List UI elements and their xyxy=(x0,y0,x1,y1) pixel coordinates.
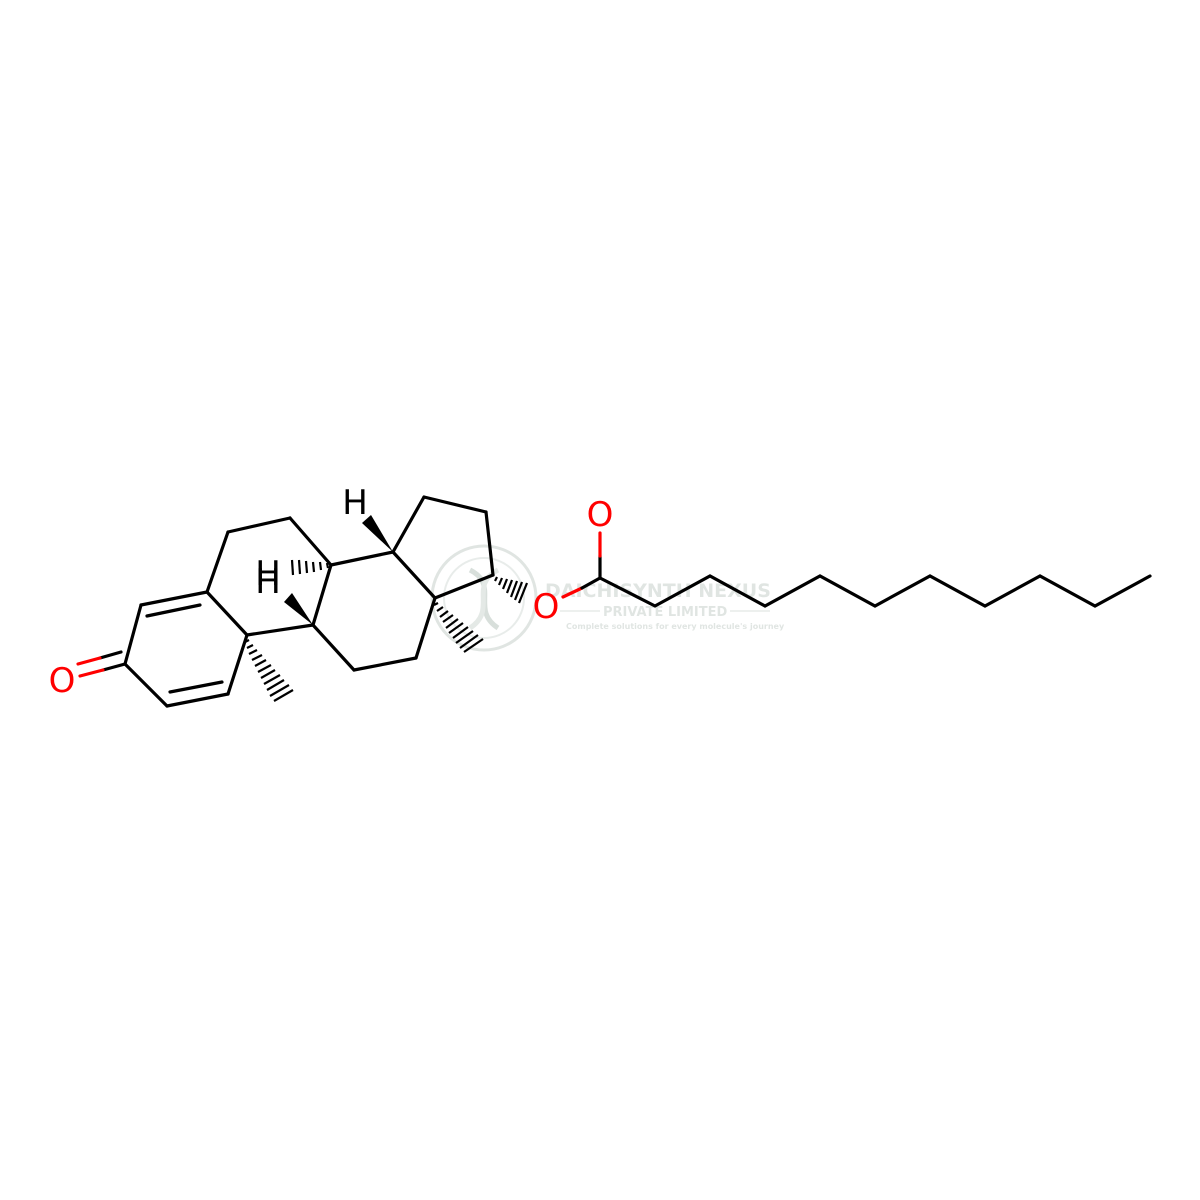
bond-c7-c8 xyxy=(288,516,333,567)
h-8beta-label: H xyxy=(255,554,281,594)
ring-c xyxy=(311,550,437,672)
bond-c5-c10 xyxy=(205,590,249,637)
bond-c14-c15 xyxy=(391,495,426,554)
bond-c12-c11 xyxy=(352,656,418,672)
watermark-company: DAICHISYNTH NEXUS xyxy=(545,580,771,602)
h-14alpha-label: H xyxy=(342,483,368,523)
watermark-subtitle: PRIVATE LIMITED xyxy=(603,605,728,620)
ring-d xyxy=(391,495,495,600)
bond-c5-c6 xyxy=(205,530,230,594)
bond-c13-c12 xyxy=(414,596,437,660)
bond-c3-o-double-black xyxy=(98,650,123,660)
ester-group: O xyxy=(561,495,614,599)
c17-oxygen-hashed xyxy=(494,576,529,604)
ester-oxygen-label: O xyxy=(533,587,560,627)
c13-methyl-hashed xyxy=(433,602,484,653)
undecyl-chain xyxy=(598,574,1152,608)
bond-c11-c9 xyxy=(311,623,356,672)
bond-o-c-black xyxy=(580,576,602,590)
ketone-oxygen-label: O xyxy=(49,661,76,701)
bond-c17-c13 xyxy=(433,573,495,600)
bond-c9-c10 xyxy=(245,623,315,637)
bond-c6-c7 xyxy=(226,516,292,534)
bond-c1-c2-double xyxy=(168,680,224,694)
ring-b xyxy=(205,516,333,637)
bond-c2-c3 xyxy=(123,662,169,708)
watermark-logo-inner-ring xyxy=(443,557,525,639)
c8-hydrogen-hashed xyxy=(290,559,330,576)
bond-c4-c5-double xyxy=(145,603,202,618)
watermark: DAICHISYNTH NEXUS PRIVATE LIMITED Comple… xyxy=(430,544,785,652)
bond-c8-c14 xyxy=(329,550,395,567)
bond-c3-c4 xyxy=(123,603,143,666)
bond-c4-c5 xyxy=(139,590,209,607)
c14-hydrogen-wedge: H xyxy=(342,483,393,552)
bond-c16-c17 xyxy=(484,510,495,577)
watermark-logo-ring xyxy=(430,544,538,652)
ring-a xyxy=(123,590,249,708)
bond-c8-c9 xyxy=(311,563,333,627)
bond-c3-o-red xyxy=(78,668,105,678)
c9-hydrogen-wedge: H xyxy=(255,562,313,625)
bond-c15-c16 xyxy=(422,495,488,514)
ketone-group: O xyxy=(49,650,127,701)
bond-c1-c2 xyxy=(165,692,230,708)
carbonyl-oxygen-label: O xyxy=(587,495,614,535)
watermark-tagline: Complete solutions for every molecule's … xyxy=(566,622,785,631)
bond-o-c-red xyxy=(561,586,584,599)
bond-c3-o-black xyxy=(101,662,127,672)
c10-methyl-hashed xyxy=(244,639,294,702)
bond-c10-c1 xyxy=(226,633,249,696)
bond-c3-o-double-red xyxy=(76,656,102,666)
h-9alpha-label: H xyxy=(255,562,281,602)
bond-c14-c13 xyxy=(391,550,437,600)
